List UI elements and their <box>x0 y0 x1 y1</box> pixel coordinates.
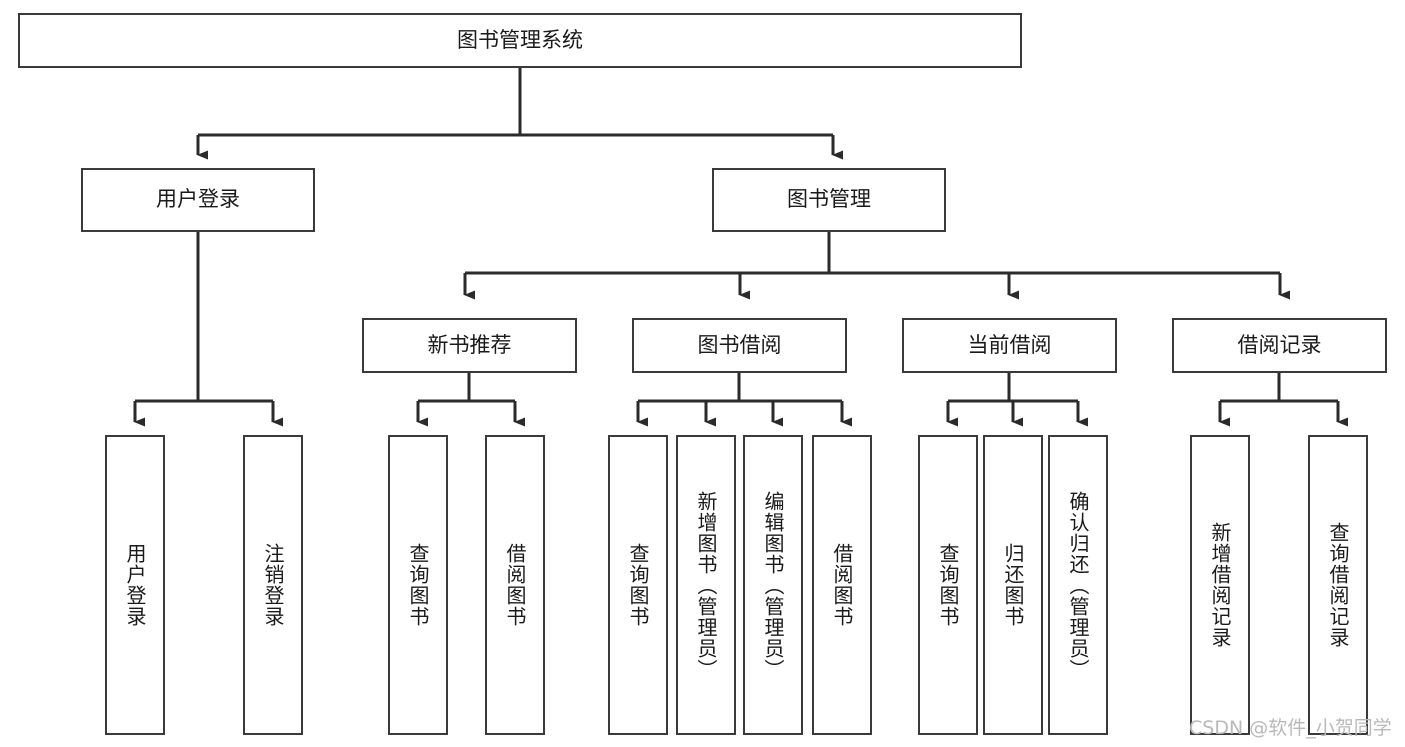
leaf-borrow-book-2[interactable]: 借阅图书 <box>812 435 872 735</box>
leaf-query-book-3-label: 查询图书 <box>936 543 960 627</box>
leaf-borrow-book-1[interactable]: 借阅图书 <box>485 435 545 735</box>
node-root-label: 图书管理系统 <box>457 27 583 52</box>
leaf-borrow-book-1-label: 借阅图书 <box>503 543 527 627</box>
leaf-query-book-2-label: 查询图书 <box>626 543 650 627</box>
leaf-edit-book[interactable]: 编辑图书（管理员） <box>743 435 803 735</box>
leaf-return-book[interactable]: 归还图书 <box>983 435 1043 735</box>
leaf-logout[interactable]: 注销登录 <box>243 435 303 735</box>
node-new-book-rec-label: 新书推荐 <box>427 332 512 357</box>
node-book-borrow[interactable]: 图书借阅 <box>632 318 847 373</box>
node-current-borrow-label: 当前借阅 <box>967 332 1052 357</box>
leaf-user-login-label: 用户登录 <box>123 543 147 627</box>
node-book-manage[interactable]: 图书管理 <box>712 168 946 232</box>
leaf-borrow-book-2-label: 借阅图书 <box>830 543 854 627</box>
leaf-return-book-label: 归还图书 <box>1001 543 1025 627</box>
leaf-add-record-label: 新增借阅记录 <box>1208 522 1232 648</box>
node-current-borrow[interactable]: 当前借阅 <box>902 318 1117 373</box>
leaf-query-record-label: 查询借阅记录 <box>1326 522 1350 648</box>
node-root[interactable]: 图书管理系统 <box>18 13 1022 68</box>
node-book-manage-label: 图书管理 <box>787 187 871 212</box>
leaf-query-book-1[interactable]: 查询图书 <box>388 435 448 735</box>
leaf-query-record[interactable]: 查询借阅记录 <box>1308 435 1368 735</box>
node-user-login-label: 用户登录 <box>156 187 240 212</box>
leaf-add-book[interactable]: 新增图书（管理员） <box>676 435 736 735</box>
csdn-watermark: CSDN @软件_小贺同学 <box>1189 717 1392 739</box>
leaf-add-record[interactable]: 新增借阅记录 <box>1190 435 1250 735</box>
leaf-confirm-return-label: 确认归还（管理员） <box>1066 490 1090 680</box>
node-borrow-record[interactable]: 借阅记录 <box>1172 318 1387 373</box>
node-user-login[interactable]: 用户登录 <box>81 168 315 232</box>
leaf-confirm-return[interactable]: 确认归还（管理员） <box>1048 435 1108 735</box>
leaf-query-book-1-label: 查询图书 <box>406 543 430 627</box>
leaf-query-book-3[interactable]: 查询图书 <box>918 435 978 735</box>
node-borrow-record-label: 借阅记录 <box>1237 332 1322 357</box>
node-book-borrow-label: 图书借阅 <box>697 332 782 357</box>
leaf-edit-book-label: 编辑图书（管理员） <box>761 490 785 680</box>
node-new-book-rec[interactable]: 新书推荐 <box>362 318 577 373</box>
leaf-user-login[interactable]: 用户登录 <box>105 435 165 735</box>
leaf-query-book-2[interactable]: 查询图书 <box>608 435 668 735</box>
leaf-add-book-label: 新增图书（管理员） <box>694 490 718 680</box>
leaf-logout-label: 注销登录 <box>261 543 285 627</box>
